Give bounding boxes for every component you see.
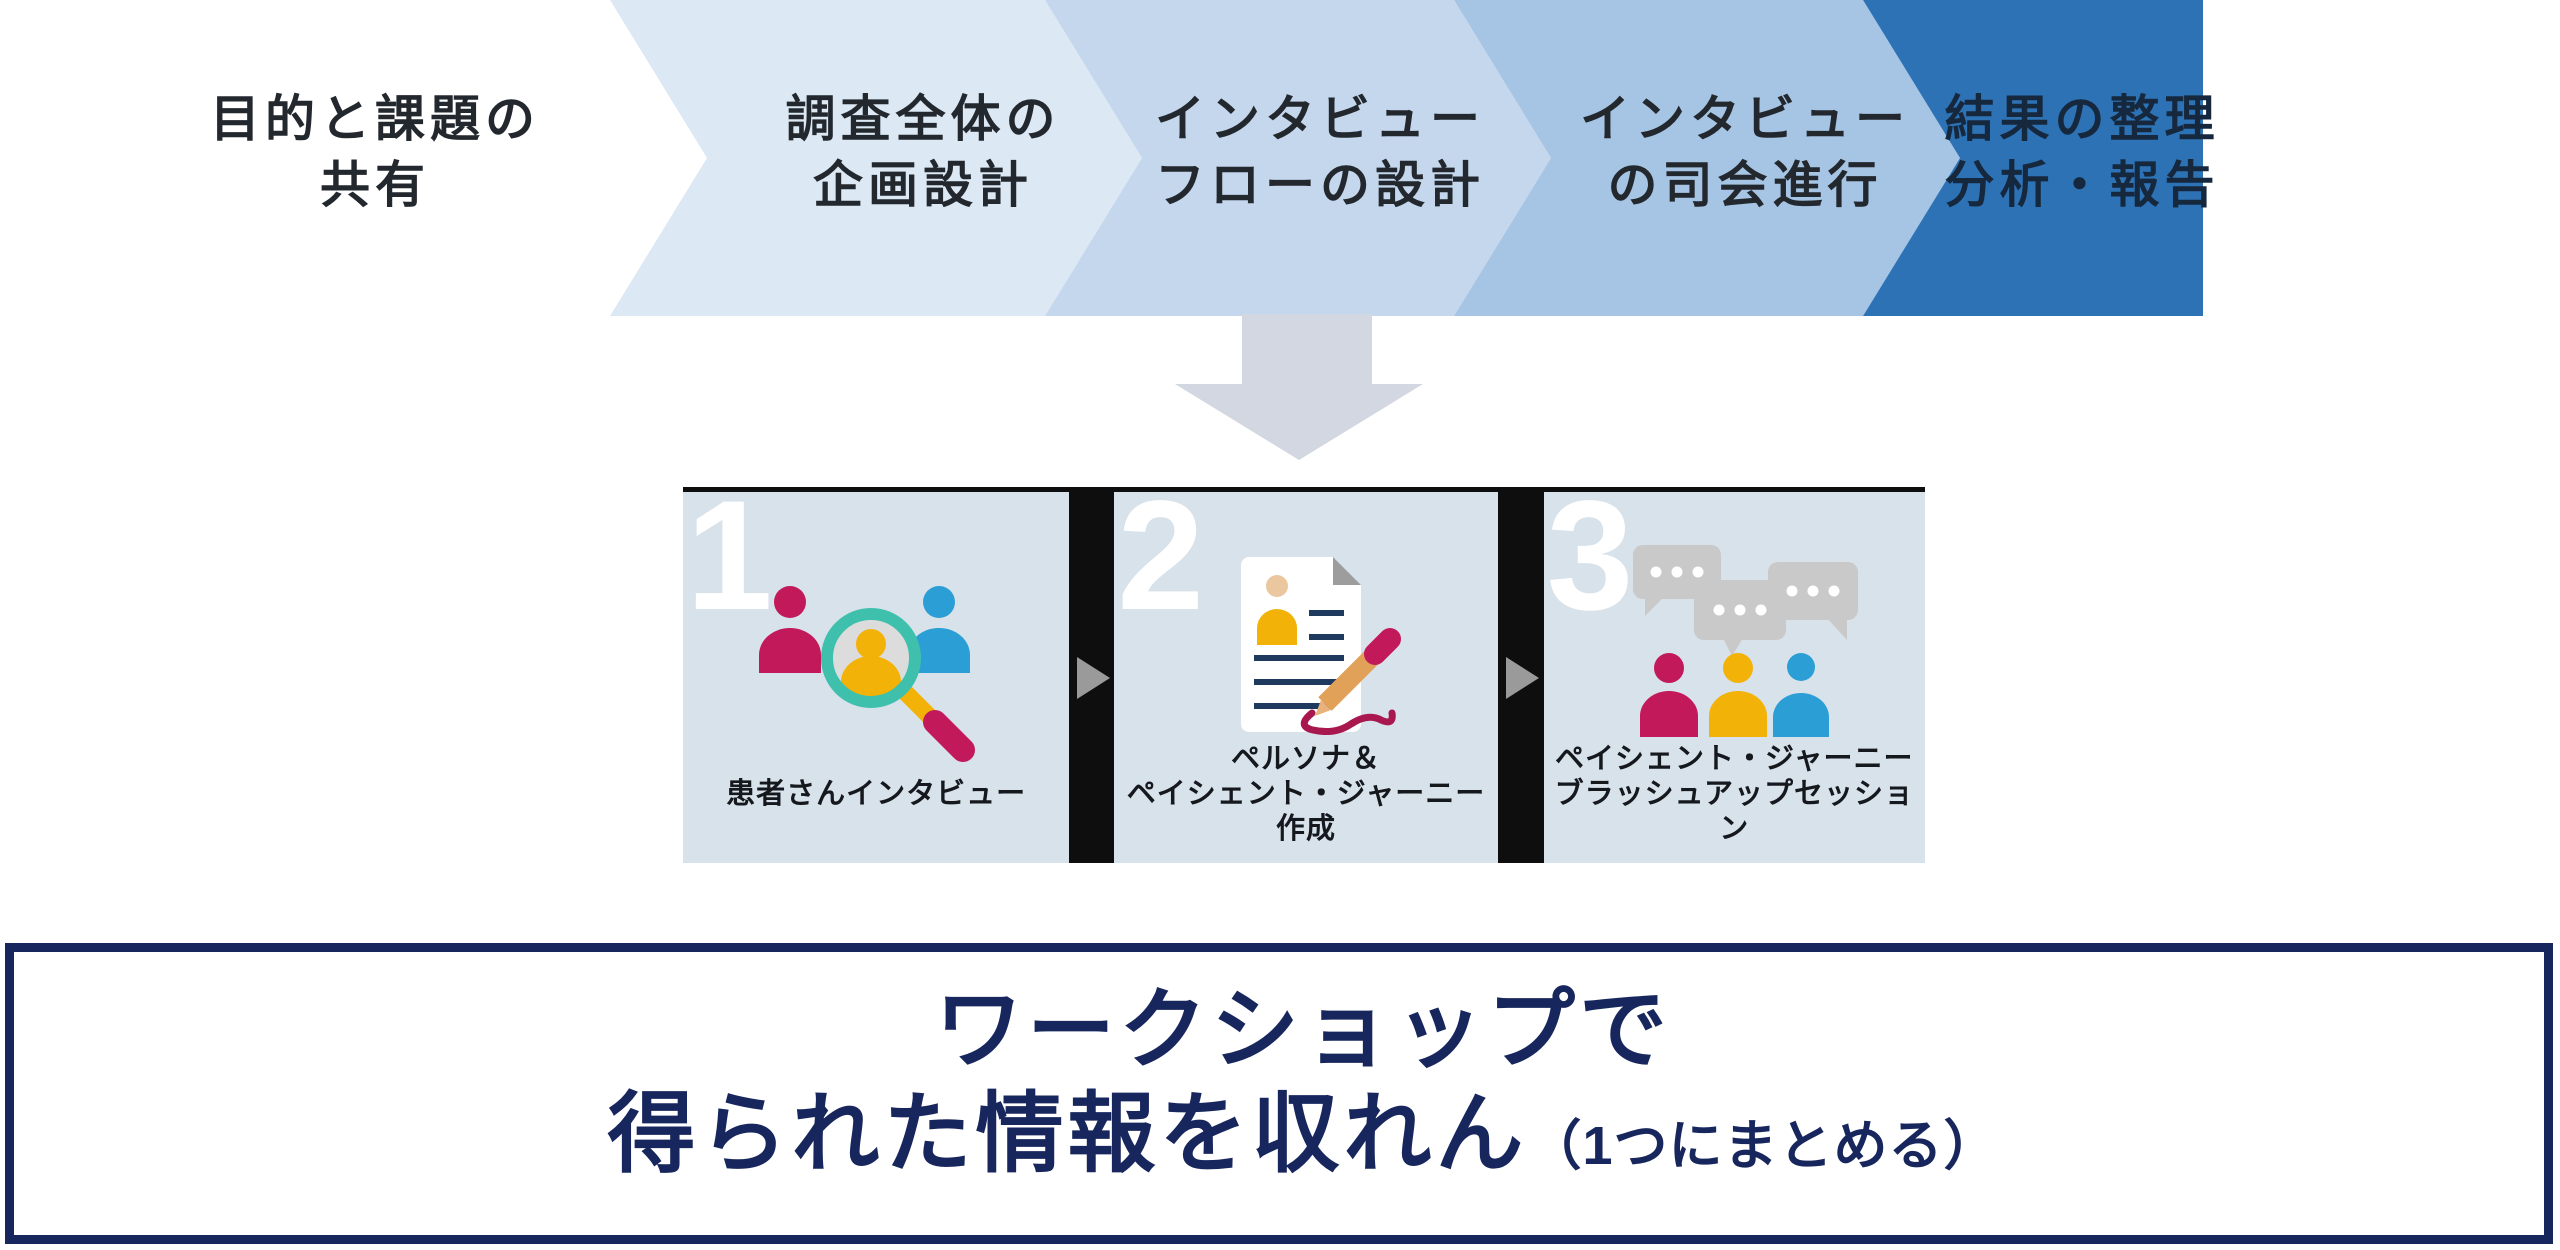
banner-line1: ワークショップで <box>934 980 1671 1079</box>
stage-chevron-2 <box>610 0 1142 316</box>
workshop-step-3-card: 3 ペイシェント・ジャーニー ブラッシュアッ <box>1543 478 1925 863</box>
patient-interview-magnifier-icon <box>759 586 975 762</box>
stage-2-line1: 調査全体の <box>785 91 1061 147</box>
workshop-steps-strip: 1 患者さんインタビュー 2 <box>683 478 1925 863</box>
banner-line2: 得られた情報を収れん（1つにまとめる） <box>62 1082 2544 1198</box>
down-arrow-icon <box>1175 314 1423 460</box>
step-3-number: 3 <box>1546 469 1634 643</box>
stage-4-label: インタビュー の司会進行 <box>1510 86 1980 218</box>
stage-2-line2: 企画設計 <box>813 157 1033 213</box>
stage-4-line1: インタビュー <box>1580 91 1910 147</box>
workshop-step-1-card: 1 患者さんインタビュー <box>683 478 1070 863</box>
step-2-label-line2: ペイシェント・ジャーニー作成 <box>1126 777 1486 845</box>
stage-1-label: 目的と課題の 共有 <box>140 86 610 218</box>
stage-5-label: 結果の整理 分析・報告 <box>1847 86 2317 218</box>
persona-journey-document-icon <box>1241 557 1402 735</box>
workshop-step-2-card: 2 ペルソナ＆ ペイシェント・ジャーニー作成 <box>1114 478 1498 863</box>
stage-3-line2: フローの設計 <box>1155 157 1485 213</box>
banner-line2-note: （1つにまとめる） <box>1527 1116 1999 1176</box>
summary-banner: ワークショップで 得られた情報を収れん（1つにまとめる） <box>5 943 2553 1244</box>
step-1-label: 患者さんインタビュー <box>683 757 1069 831</box>
stage-chevron-4 <box>1454 0 1960 316</box>
step-2-label: ペルソナ＆ ペイシェント・ジャーニー作成 <box>1114 743 1497 845</box>
stage-5-line1: 結果の整理 <box>1944 91 2220 147</box>
step-2-label-line1: ペルソナ＆ <box>1230 742 1381 775</box>
stage-1-line2: 共有 <box>320 157 430 213</box>
stage-chevron-3 <box>1045 0 1551 316</box>
step-2-number: 2 <box>1117 469 1205 643</box>
process-flow-band: 目的と課題の 共有 調査全体の 企画設計 インタビュー フローの設計 インタビュ… <box>0 0 2560 316</box>
step-1-number: 1 <box>686 469 773 643</box>
chevron-shapes <box>250 0 2203 316</box>
step-separator-2 <box>1497 492 1544 863</box>
stage-1-line1: 目的と課題の <box>210 91 540 147</box>
stage-3-line1: インタビュー <box>1155 91 1485 147</box>
right-triangle-icon <box>1077 656 1111 699</box>
stage-chevron-5 <box>1863 0 2203 316</box>
brushup-session-speech-icon <box>1632 545 1858 737</box>
step-3-label-line2: ブラッシュアップセッション <box>1554 777 1914 845</box>
step-1-label-line1: 患者さんインタビュー <box>726 777 1027 810</box>
stage-5-line2: 分析・報告 <box>1944 157 2220 213</box>
stage-2-label: 調査全体の 企画設計 <box>688 86 1158 218</box>
step-3-label: ペイシェント・ジャーニー ブラッシュアップセッション <box>1544 743 1925 845</box>
right-triangle-icon <box>1506 656 1540 699</box>
stage-3-label: インタビュー フローの設計 <box>1085 86 1555 218</box>
step-3-label-line1: ペイシェント・ジャーニー <box>1555 742 1914 775</box>
stage-4-line2: の司会進行 <box>1607 157 1883 213</box>
banner-line2-main: 得られた情報を収れん <box>607 1084 1528 1183</box>
step-separator-1 <box>1069 492 1115 863</box>
stage-chevron-1 <box>250 0 707 316</box>
